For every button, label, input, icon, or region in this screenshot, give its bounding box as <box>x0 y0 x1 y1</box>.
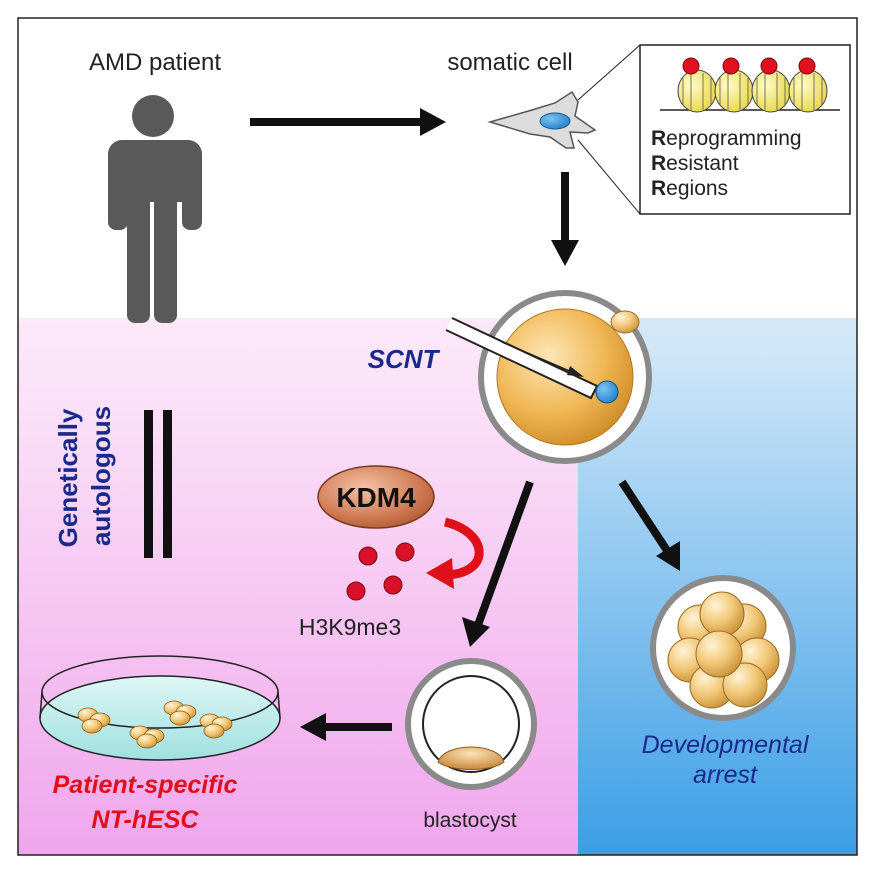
genetically-label: Genetically <box>53 408 83 547</box>
blastocyst-icon <box>405 658 537 790</box>
somatic-cell-icon <box>487 90 597 149</box>
stem-cell-colony-icon <box>129 725 165 749</box>
cell-nucleus-icon <box>539 112 571 130</box>
rrr-line-1: Reprogramming <box>651 127 802 150</box>
arrow-patient-to-cell <box>250 108 446 136</box>
identity-bars-icon <box>144 410 172 558</box>
nucleosome-icon <box>714 57 754 113</box>
nucleosome-icon <box>677 57 717 113</box>
polar-body-icon <box>610 310 640 334</box>
zoom-line-top <box>577 44 641 101</box>
scnt-label: SCNT <box>368 344 441 374</box>
stem-cell-colony-icon <box>77 707 111 734</box>
somatic-cell-label: somatic cell <box>447 49 572 76</box>
arrested-embryo-icon <box>650 575 796 721</box>
blastocyst-label: blastocyst <box>423 809 517 832</box>
micropipette-icon <box>445 317 599 400</box>
stem-cell-colony-icon <box>199 713 233 739</box>
arrow-oocyte-to-blastocyst <box>462 480 534 647</box>
nucleosome-icon <box>788 57 828 113</box>
rrr-inset-box: Reprogramming Resistant Regions <box>639 44 851 215</box>
rrr-line-2: Resistant <box>651 152 739 175</box>
figure-frame <box>17 17 858 856</box>
h3k9me3-label: H3K9me3 <box>299 614 401 640</box>
patient-specific-label: Patient-specific <box>53 771 238 799</box>
kdm4-enzyme-icon: KDM4 <box>317 465 435 529</box>
stem-cell-colony-icon <box>163 700 197 726</box>
person-icon <box>108 95 202 323</box>
arrow-cell-to-oocyte <box>551 172 579 266</box>
developmental-label: Developmental <box>642 731 810 759</box>
arrest-label: arrest <box>693 761 758 789</box>
arrow-blastocyst-to-dish <box>300 713 392 741</box>
nt-hesc-label: NT-hESC <box>92 806 200 834</box>
autologous-label: autologous <box>86 406 116 546</box>
kdm4-label: KDM4 <box>336 482 416 513</box>
h3k9me3-marks-icon <box>346 542 415 601</box>
petri-dish-icon <box>39 655 281 761</box>
zoom-line-bottom <box>577 139 641 215</box>
patient-label: AMD patient <box>89 49 221 76</box>
arrow-oocyte-to-arrest <box>618 479 680 571</box>
demethylation-arrow-icon <box>426 517 484 589</box>
nucleosome-icon <box>751 57 791 113</box>
rrr-line-3: Regions <box>651 177 728 200</box>
injected-nucleus-icon <box>595 380 619 404</box>
